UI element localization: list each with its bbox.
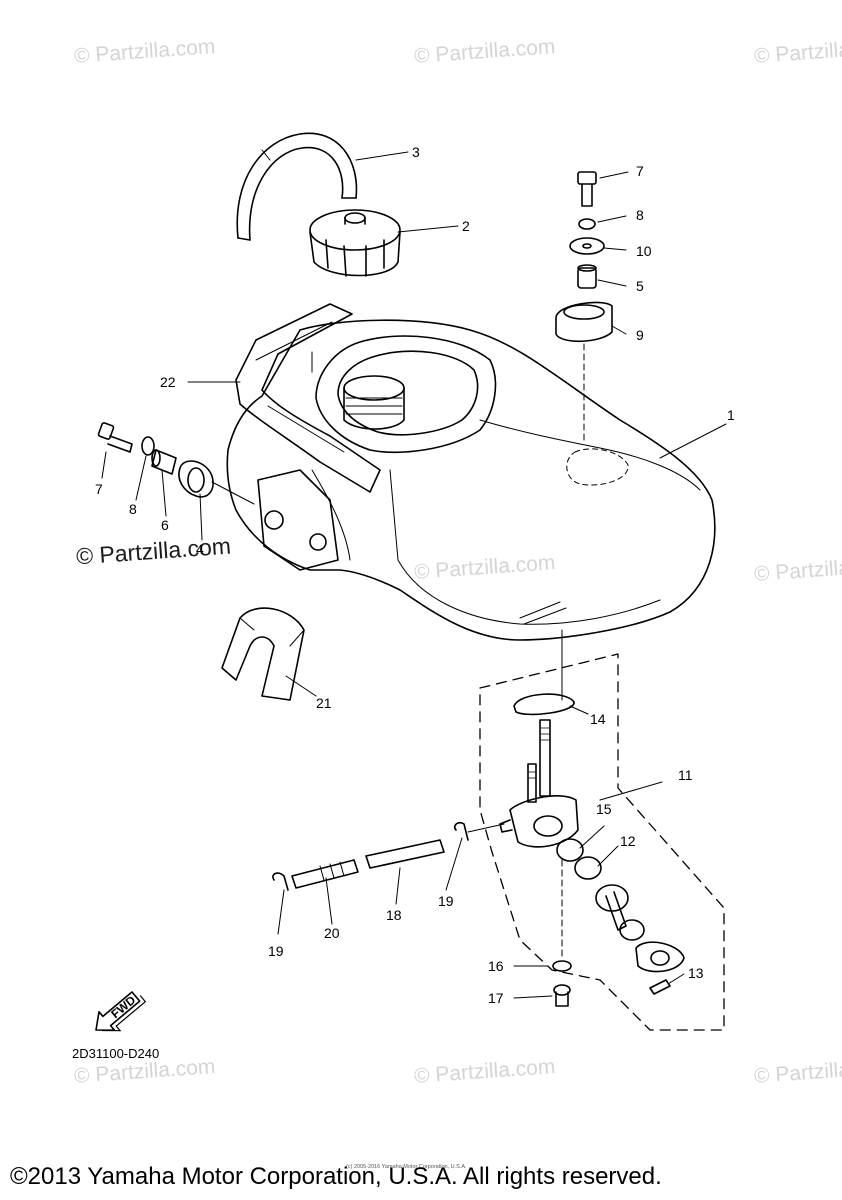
bolt-upper (577, 171, 597, 207)
bolt-side (97, 422, 133, 453)
damper-side (178, 460, 214, 498)
callout-20: 20 (324, 925, 340, 941)
clip-left (272, 872, 289, 891)
callout-labels: 1 2 3 7 8 10 5 9 22 7 8 6 4 21 14 11 15 … (95, 144, 735, 1006)
fuel-pipe (365, 839, 445, 869)
callout-8-side: 8 (129, 501, 137, 517)
clip-right (453, 821, 469, 841)
guard-bracket (235, 303, 381, 493)
callout-7-side: 7 (95, 481, 103, 497)
leader-mount-side (211, 481, 255, 505)
diagram-part-number: 2D31100-D240 (72, 1046, 160, 1061)
callout-2: 2 (462, 218, 470, 234)
callout-19-right: 19 (438, 893, 454, 909)
filter-disc (574, 856, 602, 880)
damper-upper (555, 301, 613, 343)
callout-11: 11 (678, 767, 693, 783)
callout-8-upper: 8 (636, 207, 644, 223)
screw-plate (649, 979, 671, 995)
collar-plate (569, 237, 605, 255)
callout-15: 15 (596, 801, 612, 817)
o-ring (556, 838, 584, 862)
breather-hose (236, 132, 358, 241)
lever-assembly (595, 884, 645, 941)
callout-5: 5 (636, 278, 644, 294)
callout-4: 4 (196, 541, 204, 557)
tank-mount-lug (257, 469, 339, 571)
copyright-footer: ©2013 Yamaha Motor Corporation, U.S.A. A… (10, 1163, 662, 1190)
fuel-tank (226, 319, 716, 641)
gasket (513, 693, 575, 716)
fuel-cock (499, 719, 579, 848)
leader-lines (101, 151, 727, 999)
cover-plate (635, 941, 685, 973)
collar-upper (577, 264, 597, 289)
washer-lower (552, 960, 572, 972)
screw-lower (553, 984, 571, 1007)
callout-1: 1 (727, 407, 735, 423)
strainer (291, 859, 359, 889)
callout-18: 18 (386, 907, 402, 923)
callout-17: 17 (488, 990, 504, 1006)
fwd-arrow-icon: FWD (95, 991, 147, 1032)
callout-6: 6 (161, 517, 169, 533)
leader-pipe-cock (467, 823, 505, 833)
callout-12: 12 (620, 833, 636, 849)
washer-side (141, 436, 155, 456)
small-copyright-notice: (c) 2005-2016 Yamaha Motor Corporation, … (346, 1164, 467, 1170)
callout-21: 21 (316, 695, 332, 711)
callout-22: 22 (160, 374, 176, 390)
fuel-cock-group-boundary (479, 653, 725, 1031)
washer-upper (578, 218, 596, 230)
callout-3: 3 (412, 144, 420, 160)
callout-9: 9 (636, 327, 644, 343)
callout-7-upper: 7 (636, 163, 644, 179)
collar-side (151, 449, 177, 475)
callout-14: 14 (590, 711, 606, 727)
callout-16: 16 (488, 958, 504, 974)
bumper (221, 607, 305, 701)
callout-10: 10 (636, 243, 652, 259)
fuel-cap (309, 209, 401, 277)
callout-19-left: 19 (268, 943, 284, 959)
callout-13: 13 (688, 965, 704, 981)
